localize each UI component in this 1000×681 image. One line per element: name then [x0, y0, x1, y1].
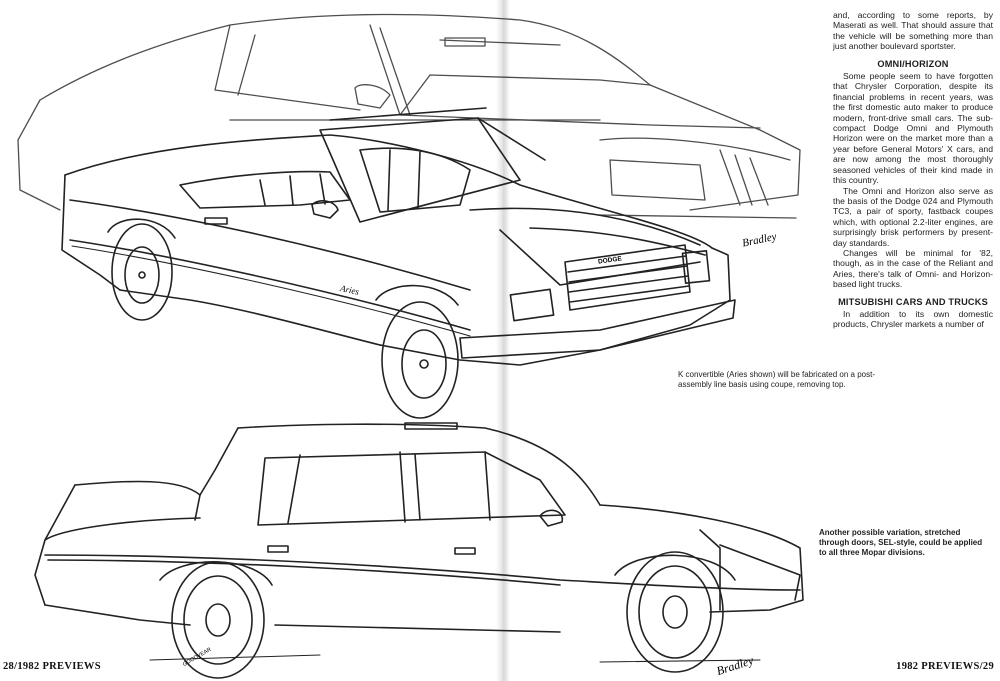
artist-signature-top: Bradley: [741, 231, 778, 250]
section-heading-mitsubishi: MITSUBISHI CARS AND TRUCKS: [838, 296, 988, 307]
coupe-sketch: [17, 13, 801, 219]
grille-badge: DODGE: [598, 255, 623, 265]
article-column: and, according to some reports, by Maser…: [833, 10, 993, 330]
sedan-sketch: [34, 422, 804, 679]
body-paragraph: Some people seem to have forgotten that …: [833, 71, 993, 186]
body-paragraph: In addition to its own domestic products…: [833, 308, 993, 330]
tire-lettering: GOODYEAR: [182, 647, 213, 668]
caption-stretched: Another possible variation, stretched th…: [819, 528, 983, 557]
page-folio-right: 1982 PREVIEWS/29: [896, 661, 994, 672]
body-paragraph: The Omni and Horizon also serve as the b…: [833, 185, 993, 248]
page-gutter: [496, 0, 510, 681]
body-paragraph: Changes will be minimal for '82, though,…: [833, 247, 993, 290]
convertible-sketch: [61, 107, 736, 419]
intro-paragraph: and, according to some reports, by Maser…: [833, 10, 993, 52]
section-heading-omni-horizon: OMNI/HORIZON: [877, 58, 949, 69]
page-folio-left: 28/1982 PREVIEWS: [3, 661, 101, 672]
caption-convertible: K convertible (Aries shown) will be fabr…: [678, 370, 875, 389]
fender-script: Aries: [338, 283, 360, 297]
artist-signature-bottom: Bradley: [715, 653, 756, 678]
